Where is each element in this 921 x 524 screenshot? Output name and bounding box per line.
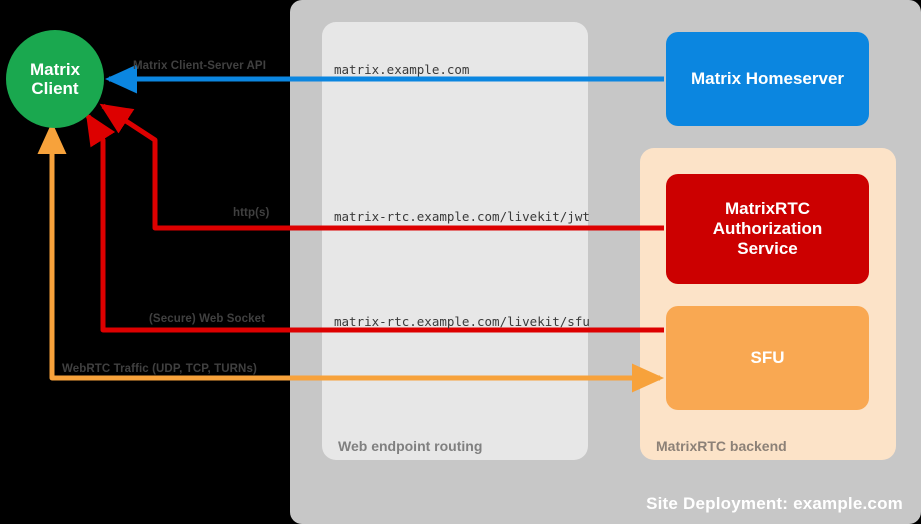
auth-label-line2: Authorization (712, 218, 823, 238)
node-sfu[interactable]: SFU (666, 306, 869, 410)
edge-label-web-socket: (Secure) Web Socket (149, 313, 266, 325)
auth-label-line1: MatrixRTC (724, 198, 810, 218)
node-matrixrtc-authorization-service[interactable]: MatrixRTC Authorization Service (666, 174, 869, 284)
matrix-client-label-line2: Client (31, 79, 79, 98)
edge-label-https: http(s) (233, 207, 270, 219)
auth-label-line3: Service (737, 239, 798, 259)
edge-sfu-websocket (85, 112, 664, 333)
endpoint-label-matrix: matrix.example.com (334, 62, 470, 77)
matrix-client-label-line1: Matrix (29, 59, 81, 79)
edge-jwt (99, 103, 664, 231)
edge-label-webrtc-traffic: WebRTC Traffic (UDP, TCP, TURNs) (62, 363, 257, 375)
matrixrtc-backend-label: MatrixRTC backend (656, 438, 787, 454)
node-matrix-client[interactable]: Matrix Client (6, 30, 104, 128)
edge-webrtc-traffic (37, 121, 665, 393)
matrixrtc-auth-service-label: MatrixRTC Authorization Service (713, 199, 823, 259)
web-endpoint-routing-label: Web endpoint routing (338, 438, 483, 454)
matrix-client-label: Matrix Client (30, 60, 80, 98)
sfu-label: SFU (750, 347, 785, 367)
site-deployment-label: Site Deployment: example.com (646, 494, 903, 513)
matrix-homeserver-label: Matrix Homeserver (690, 68, 845, 88)
node-matrix-homeserver[interactable]: Matrix Homeserver (666, 32, 869, 126)
web-endpoint-routing-container (322, 22, 588, 460)
endpoint-label-livekit-jwt: matrix-rtc.example.com/livekit/jwt (334, 209, 590, 224)
edge-label-matrix-client-server-api: Matrix Client-Server API (133, 60, 266, 72)
endpoint-label-livekit-sfu: matrix-rtc.example.com/livekit/sfu (334, 314, 590, 329)
